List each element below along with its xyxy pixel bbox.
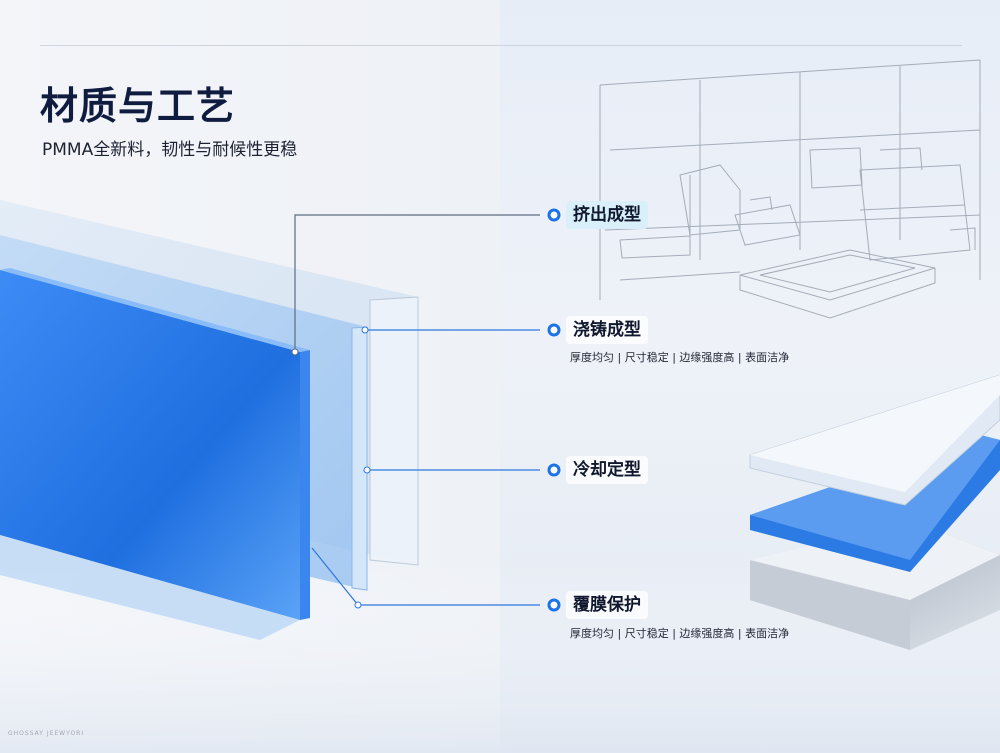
connector-endpoints: [291, 326, 371, 609]
clear-sheet-top: [750, 375, 1000, 492]
step-marker-3: [547, 463, 561, 477]
factory-sketch: [599, 59, 981, 319]
connector-1: [294, 214, 540, 352]
endpoint-1: [291, 348, 299, 356]
blue-panel-face: [0, 270, 300, 620]
blue-panel-edge: [300, 350, 310, 620]
step-marker-1: [547, 208, 561, 222]
light-blue-panel-edge: [351, 326, 368, 591]
blue-panel-reflection: [0, 535, 300, 640]
watermark: GHOSSAY JEEWYORI: [8, 730, 85, 737]
endpoint-3: [363, 466, 371, 474]
page-subtitle: PMMA全新料，韧性与耐候性更稳: [42, 140, 298, 160]
left-panels: [0, 200, 419, 640]
right-sheets: [749, 374, 1000, 650]
step-label-film: 覆膜保护: [566, 591, 648, 619]
step-label-extrusion: 挤出成型: [566, 201, 648, 229]
step-label-casting: 浇铸成型: [566, 316, 648, 344]
top-divider: [40, 45, 962, 46]
page-title: 材质与工艺: [40, 84, 236, 128]
blue-panel-top: [0, 268, 310, 352]
step-marker-4: [547, 598, 561, 612]
step-marker-2: [547, 323, 561, 337]
step-desc-film: 厚度均匀 | 尺寸稳定 | 边缘强度高 | 表面洁净: [570, 627, 790, 640]
step-markers: [547, 208, 561, 612]
step-desc-casting: 厚度均匀 | 尺寸稳定 | 边缘强度高 | 表面洁净: [570, 351, 790, 364]
step-label-cooling: 冷却定型: [566, 456, 648, 484]
endpoint-2: [361, 326, 369, 334]
metal-base-side: [750, 560, 910, 650]
clear-panel-edge: [369, 296, 419, 566]
endpoint-4: [354, 601, 362, 609]
